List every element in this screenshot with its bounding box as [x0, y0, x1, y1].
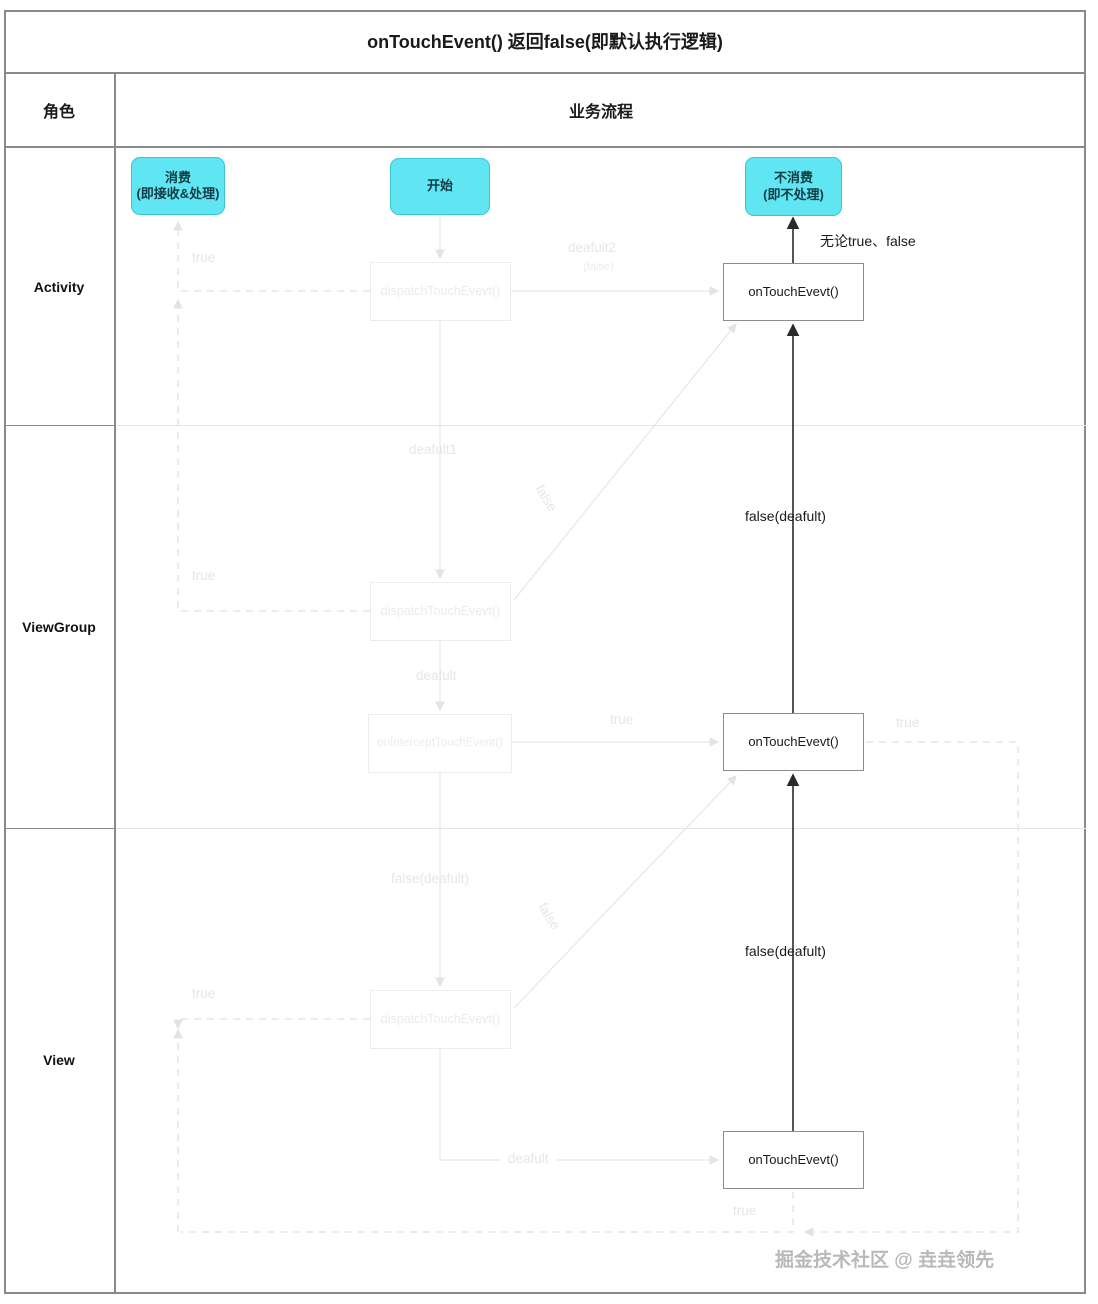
edge-label-viewgroup-false-deafult: false(deafult)	[745, 508, 826, 524]
role-label-view: View	[4, 828, 116, 1292]
diagram-title: onTouchEvent() 返回false(即默认执行逻辑)	[367, 32, 723, 52]
node-viewgroup-dispatch[interactable]: dispatchTouchEvevt()	[370, 582, 511, 641]
node-no-consume[interactable]: 不消费 (即不处理)	[745, 157, 842, 216]
watermark: 掘金技术社区 @ 垚垚领先	[775, 1250, 995, 1271]
header-role: 角色	[4, 74, 116, 146]
table-header-row: 角色 业务流程	[4, 72, 1086, 148]
lane-separator-viewgroup	[116, 828, 1086, 829]
edge-label-viewgroup-right-true: true	[896, 715, 920, 730]
node-consume-line1: 消费	[164, 169, 191, 185]
lane-separator-activity	[116, 425, 1086, 426]
edge-label-viewgroup-deafult: deafult	[416, 668, 457, 683]
edge-label-view-true-left: true	[192, 986, 216, 1001]
edge-label-intercept-true: true	[610, 712, 634, 727]
node-no-consume-line2: (即不处理)	[763, 186, 824, 202]
node-viewgroup-intercept[interactable]: onInterceptTouchEvent()	[368, 714, 512, 773]
edge-label-deafult1: deafult1	[409, 442, 458, 457]
node-activity-ontouch[interactable]: onTouchEvevt()	[723, 263, 864, 321]
edge-label-deafult2: deafult2	[568, 240, 617, 255]
edge-label-deafult2-sub: (false)	[583, 261, 614, 273]
edge-label-whatever-true-false: 无论true、false	[820, 233, 916, 249]
edge-label-view-false-deafult: false(deafult)	[745, 943, 826, 959]
node-activity-dispatch[interactable]: dispatchTouchEvevt()	[370, 262, 511, 321]
node-start-label: 开始	[426, 178, 453, 194]
node-consume-line2: (即接收&处理)	[136, 186, 220, 201]
role-label-activity: Activity	[4, 148, 116, 425]
edge-label-activity-true: true	[192, 250, 216, 265]
edge-label-viewgroup-true-left: true	[192, 568, 216, 583]
node-consume[interactable]: 消费 (即接收&处理)	[131, 157, 225, 215]
edge-label-view-deafult: deafult	[500, 1151, 557, 1166]
edge-label-view-bottom-true: true	[733, 1203, 757, 1218]
role-label-viewgroup: ViewGroup	[4, 425, 116, 828]
node-start[interactable]: 开始	[390, 158, 490, 215]
node-no-consume-line1: 不消费	[773, 170, 813, 186]
node-view-ontouch[interactable]: onTouchEvevt()	[723, 1131, 864, 1189]
node-view-dispatch[interactable]: dispatchTouchEvevt()	[370, 990, 511, 1049]
edge-label-view-false-deafult-down: false(deafult)	[391, 871, 470, 886]
node-viewgroup-ontouch[interactable]: onTouchEvevt()	[723, 713, 864, 771]
header-flow: 业务流程	[568, 104, 633, 121]
